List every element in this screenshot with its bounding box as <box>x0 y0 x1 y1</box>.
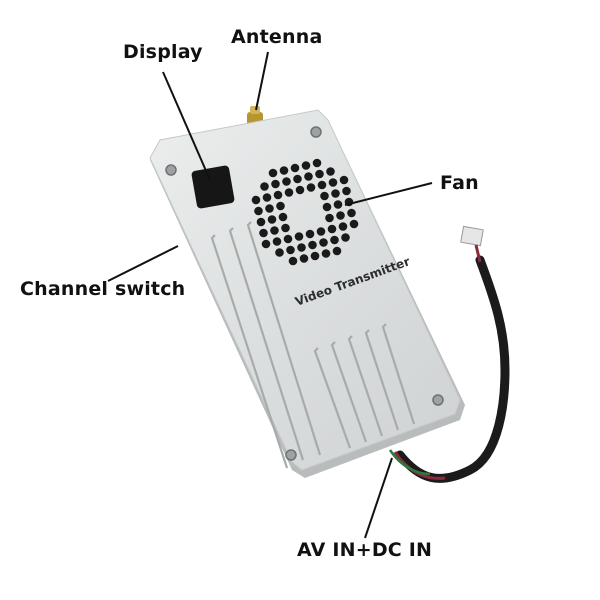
channel-switch-label: Channel switch <box>20 278 186 300</box>
antenna-label: Antenna <box>231 26 323 48</box>
fan-grille-icon <box>251 158 359 266</box>
screw-icons <box>165 126 444 461</box>
power-av-cable-icon <box>388 225 510 483</box>
fan-label: Fan <box>440 172 479 194</box>
heatsink-grooves <box>210 221 416 469</box>
display-label: Display <box>123 41 203 63</box>
av-dc-in-label: AV IN+DC IN <box>297 539 433 561</box>
leader-lines <box>107 51 433 539</box>
display-screen <box>191 165 235 209</box>
